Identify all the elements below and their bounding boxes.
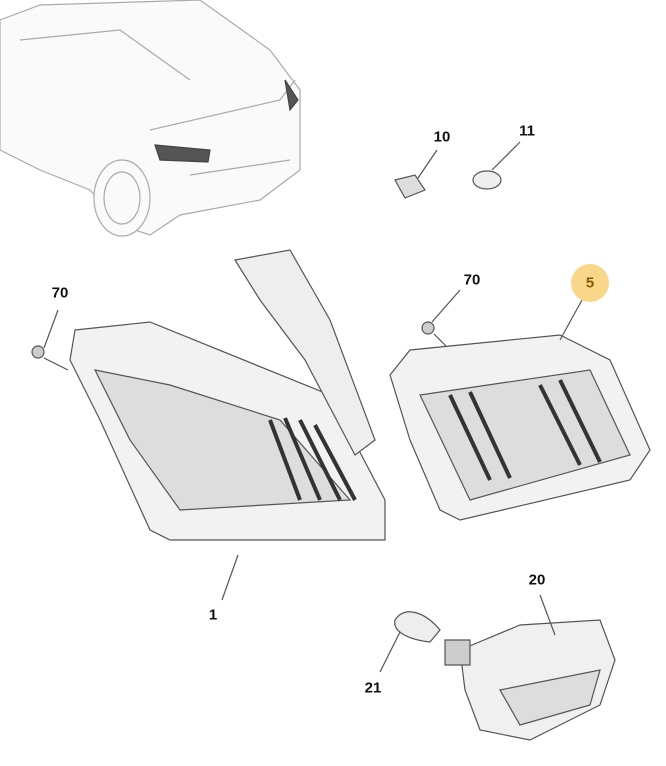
callout-11: 11 (519, 122, 535, 140)
callout-1: 1 (208, 606, 218, 624)
inner-tail-lamp-5 (389, 299, 651, 521)
bulb-21 (379, 611, 441, 673)
bulb-10 (394, 149, 438, 199)
callout-70-left: 70 (51, 284, 69, 302)
bulb-11 (472, 141, 521, 190)
screw-70-right (421, 289, 461, 356)
callout-highlight (571, 264, 609, 302)
callout-70-right: 70 (463, 271, 481, 289)
reflector-lamp-20 (444, 594, 616, 741)
callout-5: 5 (585, 274, 595, 292)
callout-20: 20 (528, 571, 546, 589)
callout-21: 21 (364, 679, 382, 697)
callout-10: 10 (433, 128, 451, 146)
vehicle-rear-view (0, 0, 301, 237)
screw-70-left (31, 309, 69, 371)
outer-tail-lamp-1 (69, 249, 386, 601)
